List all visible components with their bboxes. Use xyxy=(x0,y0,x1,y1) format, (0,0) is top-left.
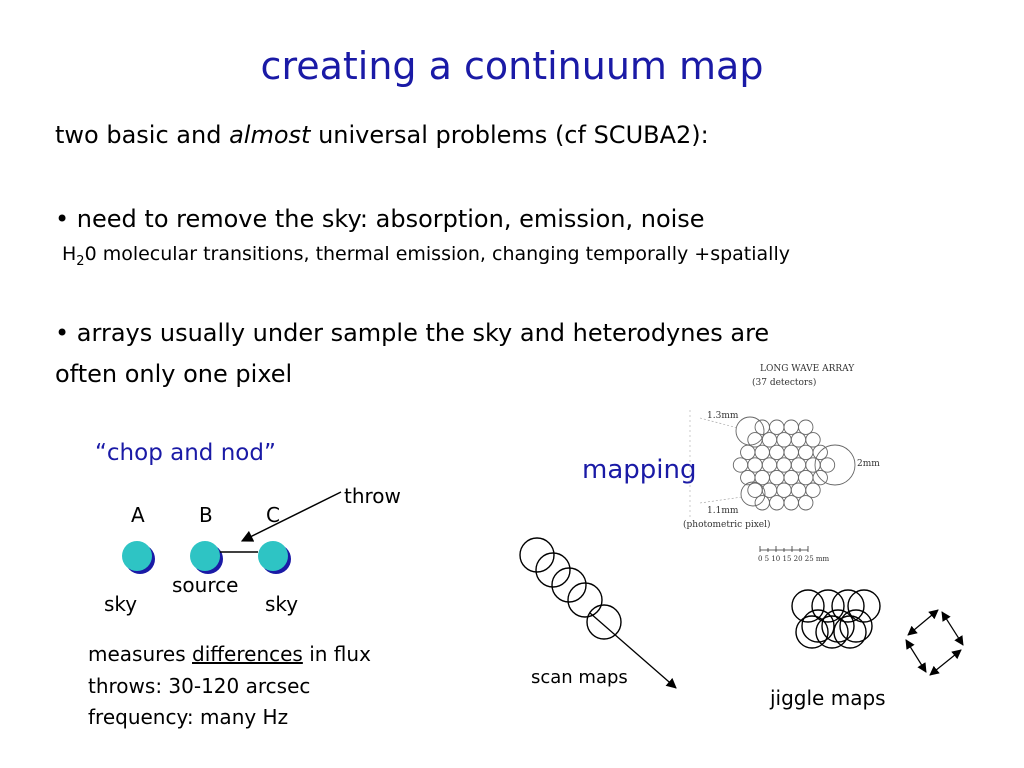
label-c: C xyxy=(266,503,280,527)
throw-arrow xyxy=(240,491,342,542)
detector-pixel xyxy=(798,495,814,511)
detector-pixel xyxy=(812,469,828,486)
intro-emph: almost xyxy=(229,121,311,149)
disk-c xyxy=(258,541,291,574)
sky-right-label: sky xyxy=(265,592,299,616)
scan-map-circles xyxy=(519,537,622,640)
bullet-arrays-line2: often only one pixel xyxy=(55,360,293,388)
measures-pre: measures xyxy=(88,642,193,666)
source-label: source xyxy=(172,573,239,597)
detector-pixel xyxy=(783,495,799,511)
detector-pixel xyxy=(769,444,785,461)
photometric-label: (photometric pixel) xyxy=(683,520,771,530)
chop-heading: “chop and nod” xyxy=(95,440,276,466)
scan-arrow xyxy=(589,612,677,689)
detector-pixel xyxy=(790,482,807,498)
detector-pixel xyxy=(805,432,821,448)
detector-pixel xyxy=(812,444,828,461)
sky-detail-post: 0 molecular transitions, thermal emissio… xyxy=(84,243,790,265)
detector-pixel xyxy=(769,495,785,511)
label-b: B xyxy=(199,503,213,527)
detector-pixel xyxy=(783,419,799,435)
detector-pixel xyxy=(798,419,814,435)
label-a: A xyxy=(131,503,145,527)
measures-underlined: differences xyxy=(192,642,303,666)
detector-pixel xyxy=(805,457,821,473)
detector-array xyxy=(732,419,836,511)
detector-pixel xyxy=(754,419,770,435)
detector-pixel xyxy=(740,444,756,461)
disk-b xyxy=(190,541,223,574)
leader-1-1mm xyxy=(699,496,743,504)
intro-text: two basic and almost universal problems … xyxy=(55,121,709,149)
page-title: creating a continuum map xyxy=(260,44,764,88)
detector-pixel xyxy=(740,469,756,486)
scale-labels: 0 5 10 15 20 25 mm xyxy=(758,555,830,563)
jiggle-map-circles xyxy=(791,589,881,649)
pixel-2mm xyxy=(814,444,856,486)
bullet-sky: • need to remove the sky: absorption, em… xyxy=(55,205,705,233)
detector-pixel xyxy=(783,444,799,461)
detector-pixel xyxy=(798,444,814,461)
leader-1-3mm xyxy=(699,417,739,429)
pixel-1-3mm xyxy=(735,416,765,446)
bullet-glyph: • xyxy=(55,205,70,233)
intro-pre: two basic and xyxy=(55,121,230,149)
jiggle-pattern-arrows xyxy=(905,609,964,676)
mapping-heading: mapping xyxy=(582,455,697,485)
detector-pixel xyxy=(790,432,807,448)
disk-a xyxy=(122,541,155,574)
detector-pixel xyxy=(776,457,792,473)
bullet-arrays-line1: arrays usually under sample the sky and … xyxy=(76,319,770,347)
intro-post: universal problems (cf SCUBA2): xyxy=(310,121,709,149)
scale-bar xyxy=(759,546,809,552)
sky-detail: H20 molecular transitions, thermal emiss… xyxy=(62,243,790,269)
detector-pixel xyxy=(776,432,792,448)
detector-pixel xyxy=(747,457,763,473)
label-1-1mm: 1.1mm xyxy=(707,506,739,516)
detector-pixel xyxy=(747,482,763,498)
bullet-sky-text: need to remove the sky: absorption, emis… xyxy=(76,205,705,233)
throw-label: throw xyxy=(344,484,401,508)
detector-pixel xyxy=(769,419,785,435)
sky-detail-pre: H xyxy=(62,243,77,265)
detector-pixel xyxy=(761,457,778,473)
detector-pixel xyxy=(805,482,821,498)
notes-measures: measures differences in flux xyxy=(88,642,371,666)
pixel-1-1mm xyxy=(740,481,766,507)
bullet-arrays: • arrays usually under sample the sky an… xyxy=(55,319,769,347)
detector-pixel xyxy=(783,469,799,486)
detector-pixel xyxy=(761,432,778,448)
bullet-glyph: • xyxy=(55,319,70,347)
subscript-2: 2 xyxy=(76,253,85,269)
detector-pixel xyxy=(819,457,836,473)
jiggle-maps-label: jiggle maps xyxy=(770,686,886,710)
detector-pixel xyxy=(754,444,770,461)
measures-post: in flux xyxy=(302,642,371,666)
detector-pixel xyxy=(776,482,792,498)
array-title: LONG WAVE ARRAY xyxy=(760,364,855,374)
detector-pixel xyxy=(732,457,749,473)
detector-pixel xyxy=(790,457,807,473)
detector-pixel xyxy=(754,495,770,511)
scan-maps-label: scan maps xyxy=(531,667,628,688)
sky-left-label: sky xyxy=(104,592,138,616)
notes-throws: throws: 30-120 arcsec xyxy=(88,674,311,698)
label-2mm: 2mm xyxy=(857,459,880,469)
detector-pixel xyxy=(798,469,814,486)
label-1-3mm: 1.3mm xyxy=(707,411,739,421)
notes-frequency: frequency: many Hz xyxy=(88,705,289,729)
array-subtitle: (37 detectors) xyxy=(752,378,817,388)
detector-pixel xyxy=(769,469,785,486)
